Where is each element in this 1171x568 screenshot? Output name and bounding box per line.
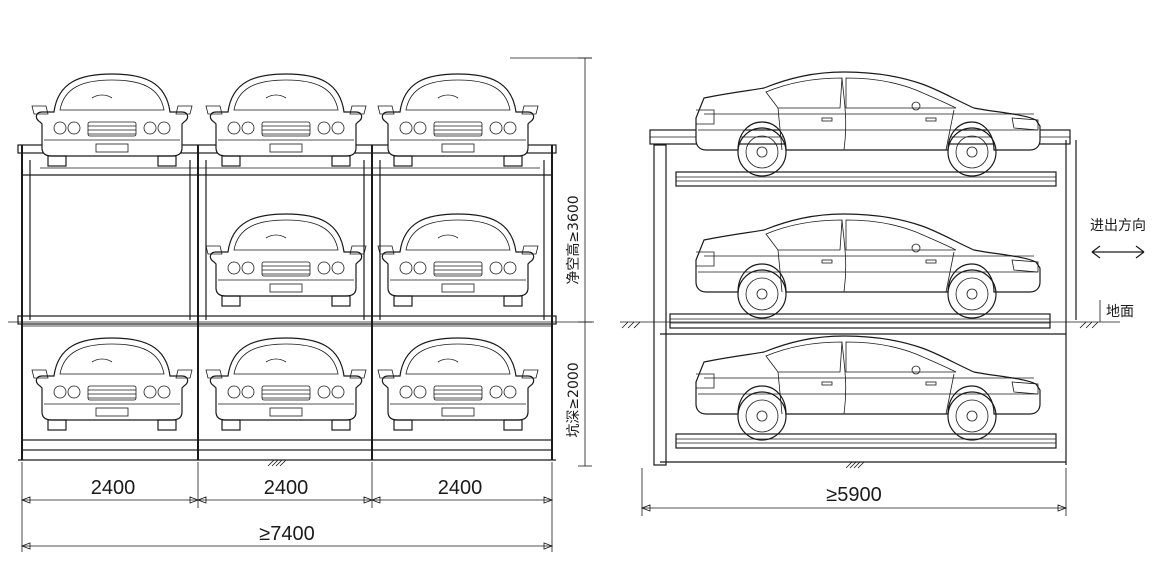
front-view: 2400 2400 2400 ≥7400 净空高≥3600 坑深≥2000 bbox=[8, 57, 594, 552]
direction-label: 进出方向 bbox=[1090, 218, 1146, 234]
width-label-bay-2: 2400 bbox=[264, 477, 309, 499]
double-arrow-icon bbox=[1091, 245, 1145, 259]
clear-height-label: 净空高≥3600 bbox=[565, 195, 582, 284]
total-length-label: ≥5900 bbox=[826, 484, 881, 506]
pit-depth-label: 坑深≥2000 bbox=[566, 362, 582, 437]
width-label-bay-3: 2400 bbox=[438, 477, 483, 499]
total-width-label: ≥7400 bbox=[259, 523, 314, 545]
width-label-bay-1: 2400 bbox=[91, 477, 136, 499]
side-view: ≥5900 进出方向 地面 bbox=[620, 71, 1146, 516]
ground-label: 地面 bbox=[1106, 304, 1134, 320]
